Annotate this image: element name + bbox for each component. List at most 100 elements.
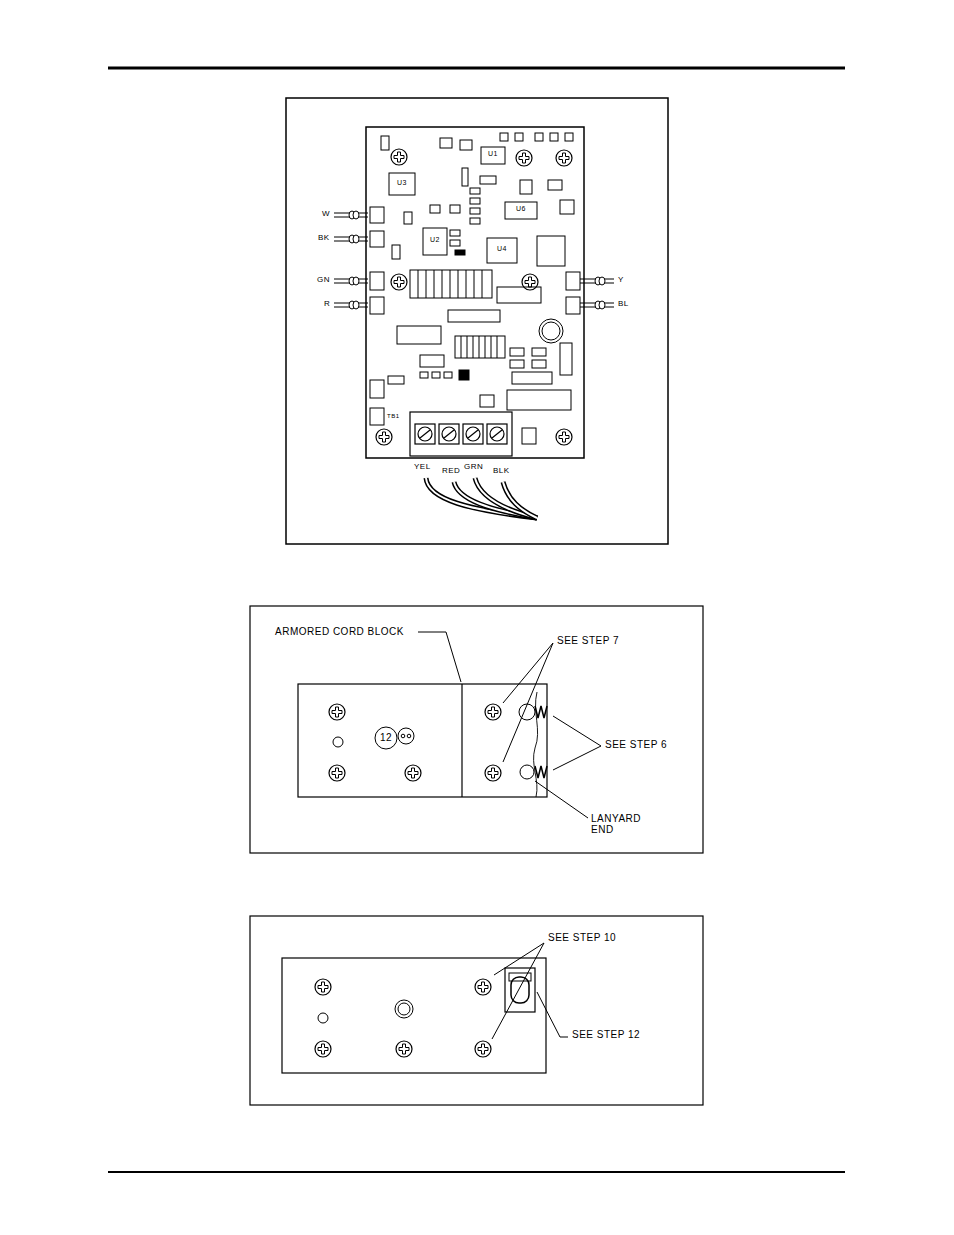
drawing-rect xyxy=(500,133,508,141)
drawing-use xyxy=(475,979,491,995)
drawing-rect xyxy=(470,198,480,204)
wire-color: BLK xyxy=(493,467,510,476)
wire-color: R xyxy=(324,300,330,309)
drawing-rect xyxy=(450,230,460,236)
wire-color: BK xyxy=(318,234,330,243)
drawing-path xyxy=(426,478,537,518)
drawing-rect xyxy=(444,372,452,378)
drawing-path xyxy=(503,643,553,703)
drawing-use xyxy=(485,765,501,781)
drawing-use xyxy=(463,424,483,444)
part-name: LANYARD END xyxy=(591,813,653,835)
drawing-rect xyxy=(410,270,492,298)
drawing-line xyxy=(108,67,845,70)
drawing-rect xyxy=(522,428,536,444)
component-ref: U2 xyxy=(429,236,441,244)
drawing-rect xyxy=(535,133,543,141)
drawing-rect xyxy=(560,200,574,214)
drawing-rect xyxy=(448,310,500,322)
circuit-board-figure xyxy=(286,98,668,544)
drawing-rect xyxy=(480,395,494,407)
drawing-rect xyxy=(389,173,415,195)
drawing-rect xyxy=(388,376,404,384)
drawing-use xyxy=(329,765,345,781)
drawing-rect xyxy=(450,205,460,213)
drawing-rect xyxy=(497,287,541,303)
drawing-use xyxy=(556,429,572,445)
drawing-circle xyxy=(395,1000,413,1018)
drawing-circle xyxy=(542,322,560,340)
drawing-rect xyxy=(366,127,584,458)
drawing-rect xyxy=(512,372,552,384)
drawing-path xyxy=(535,766,547,778)
drawing-rect xyxy=(423,228,447,255)
drawing-use xyxy=(580,301,614,309)
drawing-rect xyxy=(404,212,412,224)
drawing-path xyxy=(535,781,588,818)
drawing-path xyxy=(426,478,537,518)
drawing-use xyxy=(556,150,572,166)
step-note: SEE STEP 7 xyxy=(557,635,619,646)
drawing-use xyxy=(522,274,538,290)
drawing-rect xyxy=(420,372,428,378)
wire-color: YEL xyxy=(414,463,431,472)
drawing-rect xyxy=(550,133,558,141)
drawing-circle xyxy=(333,737,343,747)
drawing-circle xyxy=(520,765,534,779)
drawing-path xyxy=(503,643,553,762)
drawing-rect xyxy=(370,231,384,247)
drawing-rect xyxy=(370,380,384,398)
drawing-rect xyxy=(459,370,469,380)
drawing-rect xyxy=(370,297,384,314)
drawing-use xyxy=(376,429,392,445)
drawing-use xyxy=(439,424,459,444)
drawing-use xyxy=(396,1041,412,1057)
drawing-path xyxy=(492,943,544,1039)
drawing-rect xyxy=(450,240,460,246)
drawing-use xyxy=(580,277,614,285)
drawing-circle xyxy=(318,1013,328,1023)
drawing-rect xyxy=(430,205,440,213)
drawing-rect xyxy=(460,140,472,150)
drawing-use xyxy=(334,211,368,219)
drawing-circle xyxy=(398,728,414,744)
wire-color: Y xyxy=(618,276,624,285)
component-ref: U6 xyxy=(515,205,527,213)
drawing-rect xyxy=(286,98,668,544)
drawing-rect xyxy=(455,336,505,358)
wire-color: GN xyxy=(317,276,330,285)
drawing-rect xyxy=(298,684,547,797)
drawing-use xyxy=(391,149,407,165)
drawing-rect xyxy=(480,176,496,184)
drawing-path xyxy=(475,478,537,518)
component-ref: U1 xyxy=(487,150,499,158)
drawing-rect xyxy=(566,272,580,290)
cable-wires xyxy=(426,478,537,518)
drawing-rect xyxy=(250,916,703,1105)
drawing-rect xyxy=(537,236,565,266)
callout-number: 12 xyxy=(380,732,392,743)
step-note: SEE STEP 12 xyxy=(572,1029,640,1040)
drawing-rect xyxy=(507,390,571,410)
drawing-use xyxy=(334,235,368,243)
drawing-use xyxy=(475,1041,491,1057)
drawing-rect xyxy=(397,326,441,344)
drawing-circle xyxy=(375,727,397,749)
drawing-rect xyxy=(481,147,505,164)
drawing-rect xyxy=(250,606,703,853)
drawing-path xyxy=(461,336,497,358)
leader-lines xyxy=(492,943,568,1039)
drawing-rect xyxy=(420,355,444,367)
drawing-path xyxy=(503,482,537,518)
drawing-rect xyxy=(470,188,480,194)
drawing-use xyxy=(315,979,331,995)
terminal-name: TB1 xyxy=(387,413,400,420)
drawing-rect xyxy=(548,180,562,190)
drawing-use xyxy=(315,1041,331,1057)
wire-color: GRN xyxy=(464,463,483,472)
drawing-use xyxy=(516,150,532,166)
drawing-g xyxy=(376,149,572,445)
drawing-rect xyxy=(532,348,546,356)
